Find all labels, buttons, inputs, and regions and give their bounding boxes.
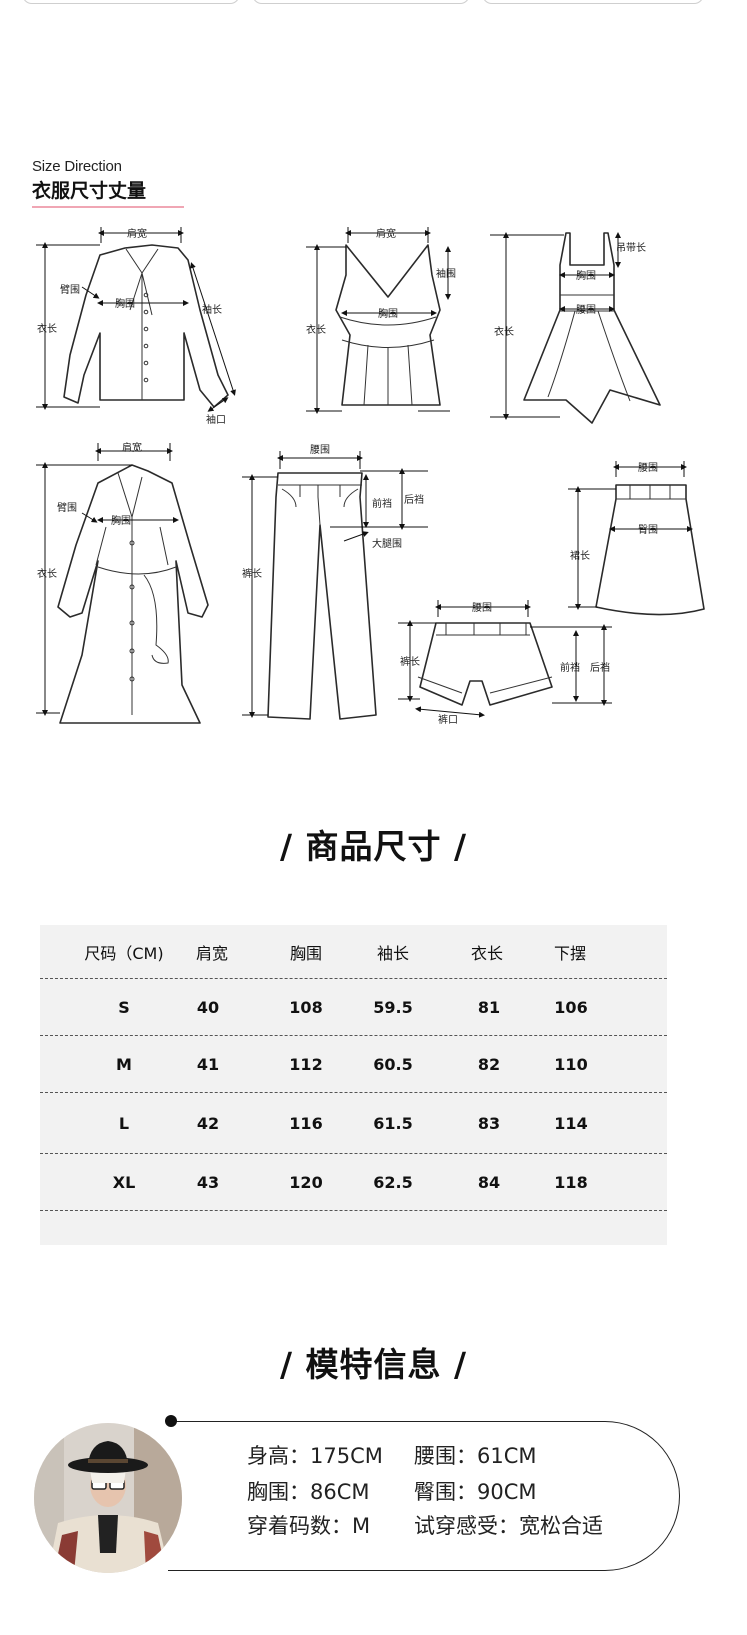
top-tab-right[interactable] <box>482 0 704 4</box>
cell-hem: 118 <box>554 1172 588 1192</box>
cell-shoulder: 41 <box>196 1054 220 1074</box>
label-upper-arm: 臂围 <box>60 283 80 296</box>
cell-shoulder: 42 <box>196 1113 220 1133</box>
label-shorts-back-rise: 后裆 <box>590 661 610 674</box>
label-pants-waist: 腰围 <box>310 444 330 456</box>
cell-sleeve: 62.5 <box>373 1172 413 1192</box>
label-armhole: 袖围 <box>436 267 456 280</box>
size-table-header: 尺码（CM) 肩宽 胸围 袖长 衣长 下摆 <box>40 925 667 979</box>
shorts-drawing: 腰围 裤长 裤口 前裆 后裆 <box>398 600 612 726</box>
model-hip: 臀围：90CM <box>414 1480 537 1504</box>
size-section-title: / 商品尺寸 / <box>279 827 468 866</box>
header-hem: 下摆 <box>553 943 586 963</box>
cell-length: 83 <box>477 1113 501 1133</box>
info-bubble <box>168 1421 680 1571</box>
measurement-diagram: 肩宽 衣长 胸围 臂围 袖长 袖口 肩宽 衣长 胸围 袖围 <box>0 215 747 745</box>
bubble-dot <box>165 1415 177 1427</box>
size-direction-cn: 衣服尺寸丈量 <box>32 180 147 202</box>
table-row: S 40 108 59.5 81 106 <box>40 979 667 1036</box>
cell-size: L <box>118 1113 130 1133</box>
label-shorts-front-rise: 前裆 <box>560 661 580 674</box>
label-coat-length: 衣长 <box>37 567 57 580</box>
model-size-worn: 穿着码数：M <box>247 1514 371 1538</box>
label-skirt-waist: 腰围 <box>638 462 658 474</box>
label-length: 衣长 <box>37 322 57 335</box>
cell-bust: 112 <box>289 1054 323 1074</box>
cell-size: S <box>118 997 130 1017</box>
label-back-rise: 后裆 <box>404 493 424 506</box>
label-dress-bust: 胸围 <box>576 269 596 282</box>
label-shorts-waist: 腰围 <box>472 602 492 614</box>
top-tab-middle[interactable] <box>252 0 470 4</box>
cell-sleeve: 60.5 <box>373 1054 413 1074</box>
blouse-drawing: 肩宽 衣长 胸围 臂围 袖长 袖口 <box>36 227 236 426</box>
cell-length: 82 <box>477 1054 501 1074</box>
label-coat-bust: 胸围 <box>111 514 131 527</box>
slip-dress-drawing: 吊带长 胸围 腰围 衣长 <box>490 232 661 424</box>
model-fit-feel: 试穿感受：宽松合适 <box>414 1514 603 1538</box>
cell-shoulder: 40 <box>196 997 220 1017</box>
header-sleeve: 袖长 <box>376 943 409 963</box>
label-dress-waist: 腰围 <box>576 304 596 316</box>
cell-hem: 114 <box>554 1113 588 1133</box>
cell-size: M <box>116 1054 132 1074</box>
coat-drawing: 肩宽 衣长 胸围 臂围 <box>36 441 209 724</box>
label-coat-shoulder: 肩宽 <box>122 441 142 454</box>
cell-sleeve: 59.5 <box>373 997 413 1017</box>
label-coat-upper-arm: 臂围 <box>57 501 77 514</box>
label-strap: 吊带长 <box>616 242 646 254</box>
size-direction-heading: Size Direction 衣服尺寸丈量 <box>32 158 184 208</box>
label-cuff: 袖口 <box>206 413 226 426</box>
cell-sleeve: 61.5 <box>373 1113 413 1133</box>
cell-hem: 106 <box>554 997 588 1017</box>
label-bust: 胸围 <box>115 297 135 310</box>
model-section-title: / 模特信息 / <box>279 1345 468 1384</box>
table-empty-row <box>40 1211 667 1245</box>
header-size: 尺码（CM) <box>84 943 164 963</box>
label-front-rise: 前裆 <box>372 497 392 510</box>
model-waist: 腰围：61CM <box>414 1444 537 1468</box>
table-row: M 41 112 60.5 82 110 <box>40 1036 667 1093</box>
label-thigh: 大腿围 <box>372 537 402 550</box>
label-skirt-length: 裙长 <box>570 549 590 562</box>
label-hip: 臀围 <box>638 524 658 536</box>
cell-length: 81 <box>477 997 501 1017</box>
model-avatar <box>34 1423 182 1573</box>
cell-bust: 108 <box>289 997 323 1017</box>
top-tabs <box>0 0 747 6</box>
cell-shoulder: 43 <box>196 1172 220 1192</box>
label-shorts-length: 裤长 <box>400 655 420 668</box>
model-info-card: 身高：175CM 腰围：61CM 胸围：86CM 臀围：90CM 穿着码数：M … <box>0 1415 747 1635</box>
cell-bust: 116 <box>289 1113 323 1133</box>
label-vest-shoulder: 肩宽 <box>376 227 396 240</box>
skirt-drawing: 腰围 臀围 裙长 <box>568 461 705 616</box>
size-direction-en: Size Direction <box>32 158 122 175</box>
cell-hem: 110 <box>554 1054 588 1074</box>
label-dress-length: 衣长 <box>494 325 514 338</box>
trousers-drawing: 腰围 裤长 前裆 后裆 大腿围 <box>242 444 428 720</box>
heading-underline <box>32 206 184 208</box>
model-bust: 胸围：86CM <box>247 1480 370 1504</box>
label-vest-length: 衣长 <box>306 323 326 336</box>
header-length: 衣长 <box>470 943 503 963</box>
cell-size: XL <box>112 1172 136 1192</box>
cell-length: 84 <box>477 1172 501 1192</box>
measurement-diagram-svg: 肩宽 衣长 胸围 臂围 袖长 袖口 肩宽 衣长 胸围 袖围 <box>36 227 705 726</box>
label-pants-length: 裤长 <box>242 567 262 580</box>
model-height: 身高：175CM <box>247 1444 383 1468</box>
cell-bust: 120 <box>289 1172 323 1192</box>
table-row: XL 43 120 62.5 84 118 <box>40 1154 667 1211</box>
model-photo-icon <box>34 1423 182 1573</box>
size-table: 尺码（CM) 肩宽 胸围 袖长 衣长 下摆 S 40 108 59.5 81 1… <box>40 925 667 1245</box>
label-shoulder: 肩宽 <box>127 227 147 240</box>
header-shoulder: 肩宽 <box>195 943 228 963</box>
header-bust: 胸围 <box>289 943 322 963</box>
table-row: L 42 116 61.5 83 114 <box>40 1093 667 1154</box>
label-leg-opening: 裤口 <box>438 713 458 726</box>
label-vest-bust: 胸围 <box>378 307 398 320</box>
label-sleeve: 袖长 <box>202 303 222 316</box>
vest-drawing: 肩宽 衣长 胸围 袖围 <box>306 227 456 414</box>
top-tab-left[interactable] <box>22 0 240 4</box>
